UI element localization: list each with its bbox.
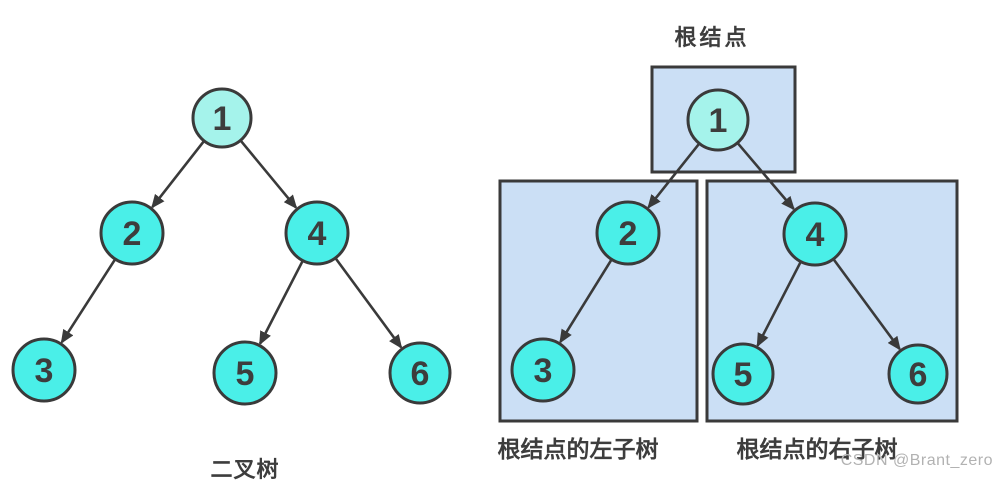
right-node-circle-3 — [510, 337, 576, 403]
left-node-value-1: 1 — [213, 100, 232, 138]
left-tree-node-3: 3 — [11, 337, 77, 403]
right-node-circle-5 — [711, 342, 775, 406]
right-edge-1-2 — [647, 141, 702, 209]
left-node-value-4: 4 — [308, 215, 327, 253]
right-tree-node-1: 1 — [686, 88, 750, 152]
right-tree-node-4: 4 — [782, 201, 848, 267]
right-edge-4-6 — [831, 256, 901, 351]
right-tree: 1 2 4 3 5 6 — [498, 65, 959, 423]
right-node-value-6: 6 — [909, 356, 928, 394]
right-node-circle-1 — [686, 88, 750, 152]
right-node-circle-4 — [782, 201, 848, 267]
watermark: CSDN @Brant_zero — [840, 452, 993, 469]
left-tree-node-6: 6 — [388, 341, 452, 405]
right-node-value-3: 3 — [534, 352, 553, 390]
left-tree-caption: 二叉树 — [210, 457, 280, 480]
left-node-circle-2 — [99, 200, 165, 266]
left-node-circle-3 — [11, 337, 77, 403]
right-node-circle-6 — [887, 343, 949, 405]
right-node-value-5: 5 — [734, 356, 753, 394]
left-edge-4-6 — [333, 255, 403, 349]
left-node-circle-4 — [284, 200, 350, 266]
left-tree-node-1: 1 — [191, 87, 253, 149]
right-tree-node-5: 5 — [711, 342, 775, 406]
right-node-value-2: 2 — [619, 215, 638, 253]
left-tree-node-4: 4 — [284, 200, 350, 266]
left-node-value-5: 5 — [236, 355, 255, 393]
right-tree-node-3: 3 — [510, 337, 576, 403]
right-tree-node-2: 2 — [595, 200, 661, 266]
left-edge-1-4 — [238, 137, 298, 210]
left-edge-4-5 — [258, 258, 305, 346]
right-node-circle-2 — [595, 200, 661, 266]
left-edge-1-2 — [151, 138, 207, 209]
right-edge-4-5 — [756, 259, 803, 348]
left-node-circle-5 — [212, 340, 278, 406]
left-tree-node-5: 5 — [212, 340, 278, 406]
left-edge-2-3 — [60, 256, 118, 344]
left-node-value-2: 2 — [123, 215, 142, 253]
left-node-circle-6 — [388, 341, 452, 405]
left-node-value-3: 3 — [35, 352, 54, 390]
left-node-circle-1 — [191, 87, 253, 149]
right-edge-1-4 — [735, 140, 795, 211]
right-node-value-1: 1 — [709, 102, 728, 140]
left-tree-node-2: 2 — [99, 200, 165, 266]
right-tree-node-6: 6 — [887, 343, 949, 405]
right-subtree-caption: 根结点的右子树 — [736, 436, 898, 462]
right-node-value-4: 4 — [806, 216, 825, 254]
left-tree: 1 2 4 3 5 6 — [11, 87, 452, 406]
root-node-label: 根结点 — [674, 25, 750, 50]
left-subtree-caption: 根结点的左子树 — [497, 436, 659, 462]
right-edge-2-3 — [559, 256, 614, 344]
left-node-value-6: 6 — [411, 355, 430, 393]
